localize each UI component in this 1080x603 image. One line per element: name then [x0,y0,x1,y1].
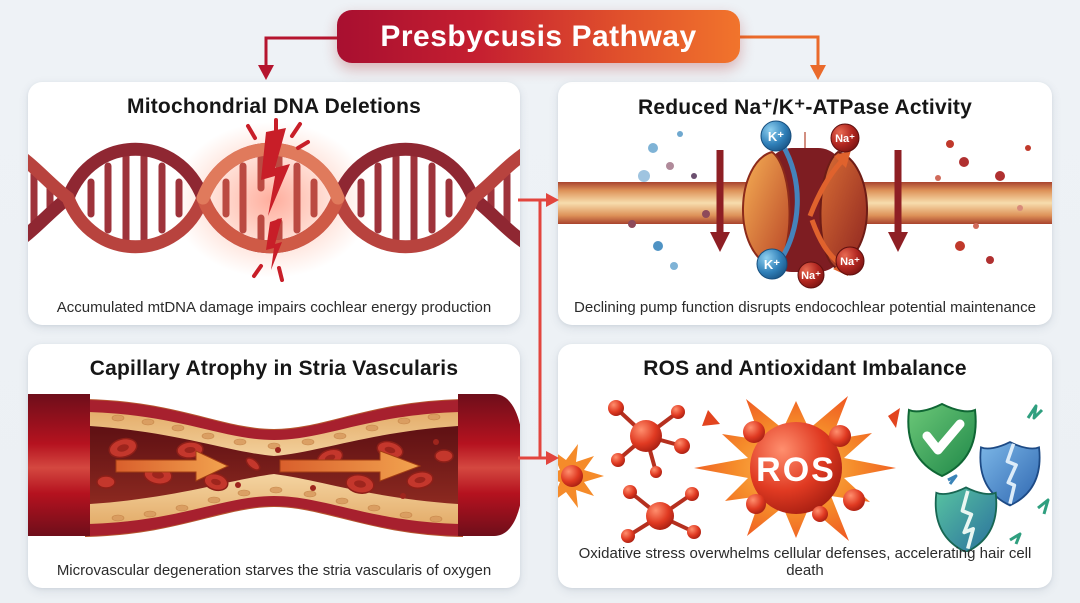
ros-molecule-icon [608,400,690,478]
ion-flux-down-arrows [710,150,908,252]
title-arrow-left-icon [258,36,340,80]
vessel-wall-texture [111,413,443,523]
ros-molecule-icon [621,485,701,543]
panel-caption: Accumulated mtDNA damage impairs cochlea… [56,299,492,316]
ros-starburst: ROS [694,396,900,541]
shield-fragments [947,404,1050,545]
connector-arrows-icon [518,193,559,465]
shield-check-icon [907,402,977,478]
panel-caption: Declining pump function disrupts endococ… [574,299,1036,316]
ion-labels: K⁺ K⁺ Na⁺ Na⁺ Na⁺ [756,120,865,289]
ion-pump-icon: K⁺ K⁺ Na⁺ Na⁺ Na⁺ [558,120,1052,289]
lightning-break-icon [246,118,310,282]
shield-cracked-blue-icon [979,441,1041,507]
title-banner: Presbycusis Pathway [337,10,740,63]
vessel-left-cap [28,394,90,536]
panel-title: Reduced Na⁺/K⁺-ATPase Activity [638,96,972,119]
k-ion-label: K⁺ [768,129,784,144]
panel-atpase-activity: Reduced Na⁺/K⁺-ATPase Activity [558,82,1052,325]
na-ion-label: Na⁺ [840,256,860,268]
panel-title: ROS and Antioxidant Imbalance [643,357,967,380]
scattered-ions [628,131,1031,270]
narrowed-vessel-icon [28,394,520,538]
panel-title: Mitochondrial DNA Deletions [127,95,421,118]
title-arrow-right-icon [740,35,826,80]
vessel-right-cap [458,394,520,536]
na-ion-label: Na⁺ [801,270,821,282]
panel-caption: Oxidative stress overwhelms cellular def… [578,545,1032,579]
panel-capillary-atrophy: Capillary Atrophy in Stria Vascularis [28,344,520,588]
ros-burst-icon: ROS [558,396,1050,552]
shield-cracked-teal-icon [934,486,998,552]
k-ion-label: K⁺ [764,257,780,272]
dna-break-icon [28,118,520,282]
page-title: Presbycusis Pathway [380,19,697,53]
panel-ros-imbalance: ROS and Antioxidant Imbalance [558,344,1052,588]
na-ion-label: Na⁺ [835,133,855,145]
small-burst-icon [558,444,604,508]
panel-mtdna-deletions: Mitochondrial DNA Deletions [28,82,520,325]
ros-label: ROS [756,451,836,489]
panel-title: Capillary Atrophy in Stria Vascularis [89,357,459,380]
blood-flow-arrows [115,450,422,482]
panel-caption: Microvascular degeneration starves the s… [56,562,492,579]
